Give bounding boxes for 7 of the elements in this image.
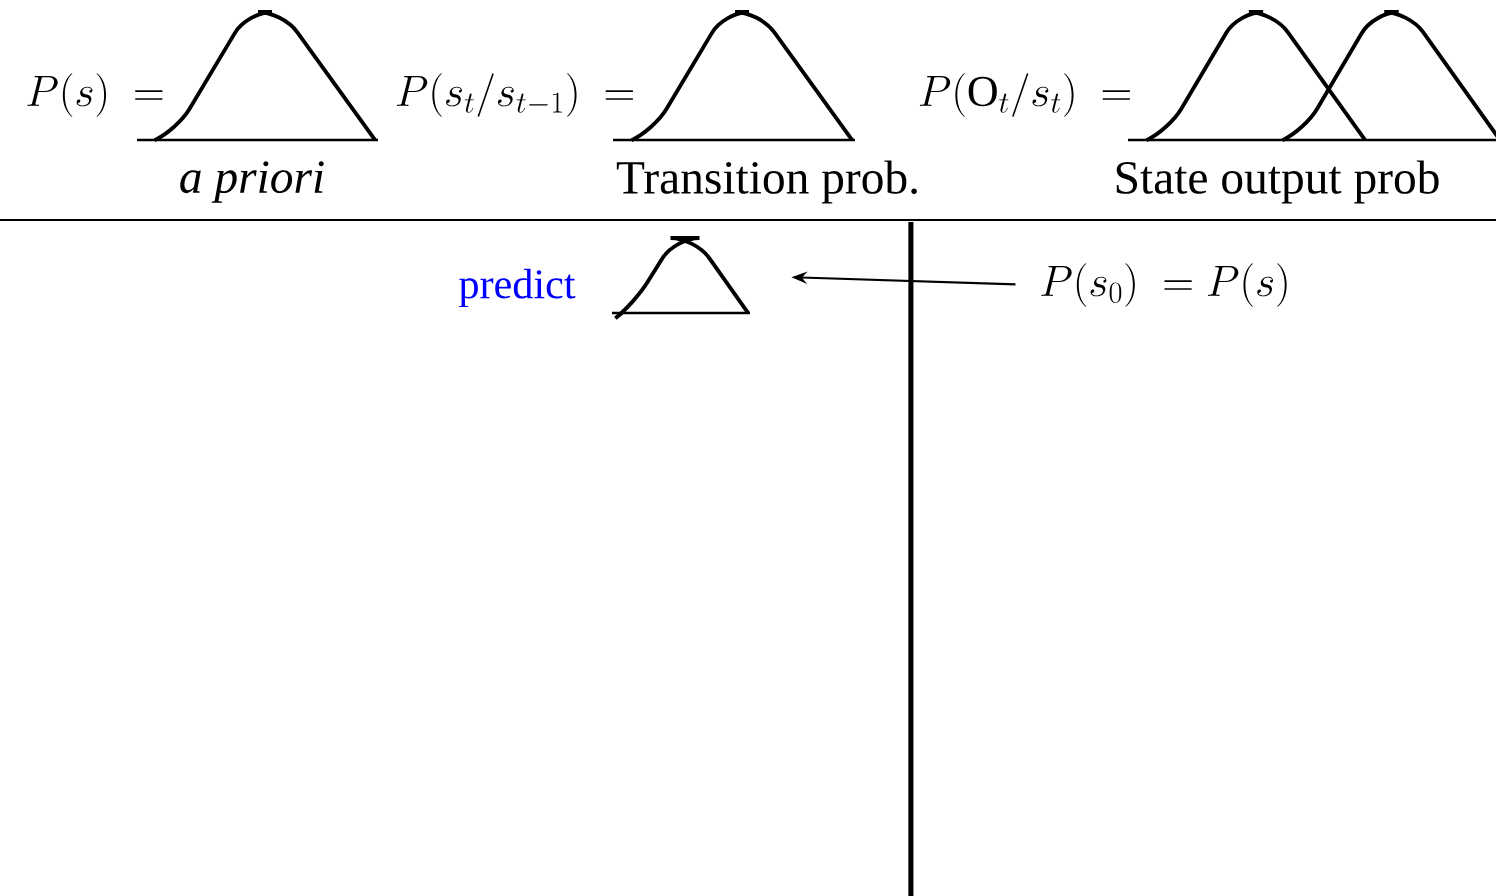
formula: $P(s_{0})\ = P(s)$ — [1041, 263, 1287, 307]
caption-text: State output prob — [1116, 160, 1439, 204]
formula: $P(s_{t}/s_{t-1})\ =$ — [396, 73, 633, 117]
formula: $P(s)\ =$ — [27, 73, 163, 117]
caption-text: a priori — [180, 161, 324, 203]
formula: $P(\mathrm{O}_{t}/s_{t})\ =$ — [919, 73, 1131, 117]
bell-curve-drawing — [612, 236, 750, 321]
